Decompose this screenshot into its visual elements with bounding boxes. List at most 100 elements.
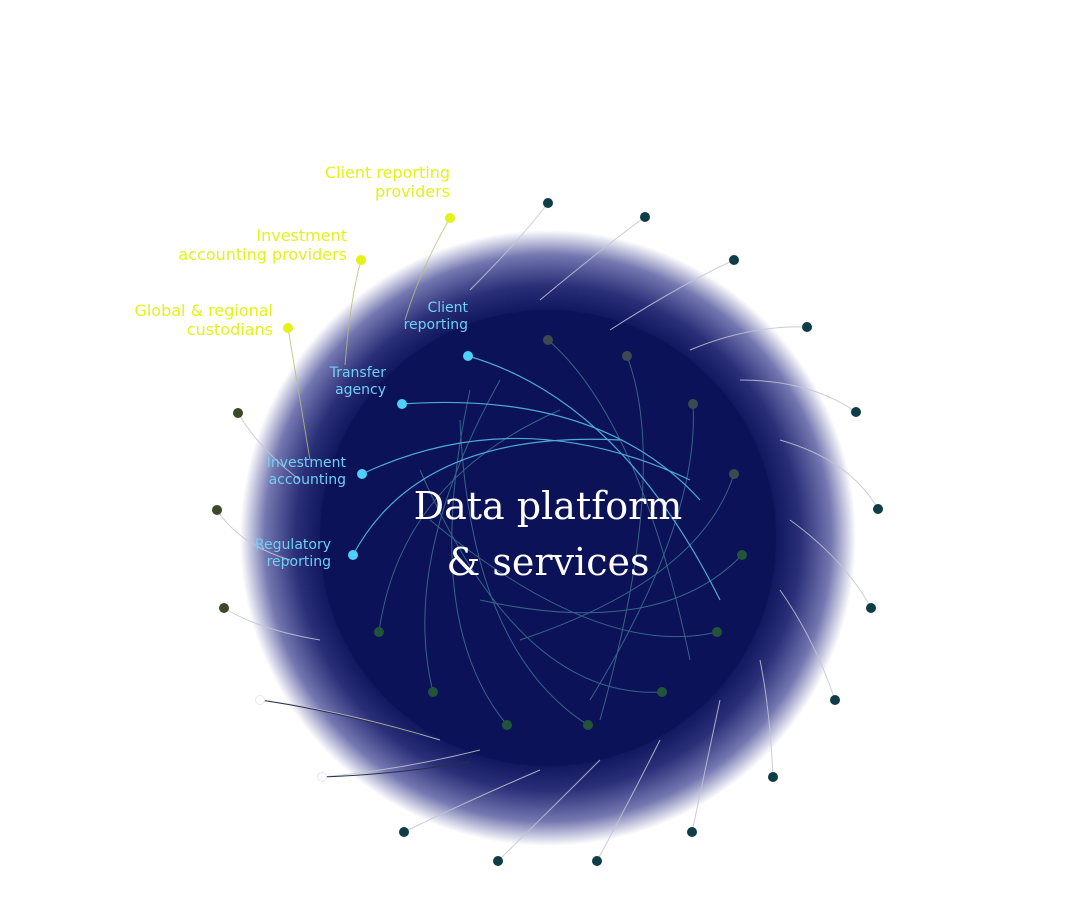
connector-line — [759, 659, 774, 778]
olive-node — [233, 408, 243, 418]
outer-node — [830, 695, 840, 705]
inner-node — [688, 399, 698, 409]
outer-node — [873, 504, 883, 514]
core-title-line-1: Data platform — [413, 484, 683, 528]
outer-node — [768, 772, 778, 782]
brand-logo-text: ALPHA — [465, 58, 631, 104]
label-line: Regulatory — [254, 537, 331, 553]
connector-line — [378, 409, 561, 633]
connector-line — [519, 473, 735, 641]
partner-label-microsoft: Microsoft — [225, 767, 305, 785]
external-label-client-reporting-providers: Client reporting providers — [250, 163, 450, 201]
outer-node — [851, 407, 861, 417]
connector-line — [596, 739, 661, 862]
service-label-transfer-agency: Transfer agency — [286, 365, 386, 399]
connector-line — [424, 379, 501, 693]
outer-node — [866, 603, 876, 613]
connector-line — [779, 589, 836, 701]
connector-line — [599, 355, 644, 721]
core-circle — [320, 310, 776, 766]
external-node-investment-accounting-providers — [356, 255, 366, 265]
label-line: Investment — [256, 226, 347, 245]
connector-line — [403, 769, 541, 833]
external-label-investment-accounting-providers: Investment accounting providers — [130, 226, 347, 264]
service-label-client-reporting: Client reporting — [368, 300, 468, 334]
outer-node — [493, 856, 503, 866]
label-line: Global & regional — [134, 301, 273, 320]
external-node-client-reporting-providers — [445, 213, 455, 223]
outer-node — [640, 212, 650, 222]
outer-node — [592, 856, 602, 866]
olive-nodes — [212, 408, 243, 613]
partner-connectors — [259, 699, 471, 778]
connector-line — [789, 519, 872, 609]
connector-line — [589, 403, 694, 701]
inner-node — [657, 687, 667, 697]
external-connectors — [287, 217, 451, 461]
partner-node-snowflake — [255, 695, 265, 705]
label-line: custodians — [186, 320, 273, 340]
connector-line — [352, 438, 621, 556]
label-line: reporting — [266, 553, 331, 570]
inner-node — [428, 687, 438, 697]
inner-node — [502, 720, 512, 730]
inner-node — [374, 627, 384, 637]
inner-node — [729, 469, 739, 479]
connector-line — [344, 259, 362, 366]
label-line: reporting — [403, 316, 468, 333]
connector-line — [361, 437, 691, 481]
connector-line — [321, 761, 471, 778]
connector-line — [259, 699, 421, 736]
label-line: Investment — [266, 455, 346, 471]
partner-label-snowflake: Snowflake — [153, 690, 240, 708]
label-line: Client reporting — [324, 163, 450, 182]
connector-line — [287, 327, 311, 461]
connector-line — [223, 607, 321, 641]
core-title-line-2: & services — [446, 540, 650, 584]
outer-node — [687, 827, 697, 837]
outer-node — [543, 198, 553, 208]
inner-node — [712, 627, 722, 637]
external-label-custodians: Global & regional custodians — [100, 301, 273, 339]
connector-line — [216, 509, 291, 561]
partner-nodes — [255, 695, 327, 782]
service-node-transfer-agency — [397, 399, 407, 409]
connector-line — [691, 699, 721, 833]
outer-node — [802, 322, 812, 332]
connector-line — [419, 469, 663, 693]
olive-node — [219, 603, 229, 613]
connector-line — [451, 389, 508, 726]
connector-line — [497, 759, 601, 862]
connector-line — [547, 339, 691, 661]
core-title: Data platform & services — [348, 478, 748, 590]
label-line: accounting — [268, 471, 346, 488]
inner-connectors — [378, 339, 743, 726]
connector-line — [459, 419, 589, 726]
outer-node — [399, 827, 409, 837]
service-node-regulatory-reporting — [348, 550, 358, 560]
inner-nodes — [374, 335, 747, 730]
connector-line — [321, 749, 481, 778]
connector-line — [469, 202, 549, 291]
connector-line — [609, 259, 735, 331]
inner-node — [737, 550, 747, 560]
service-node-investment-accounting — [357, 469, 367, 479]
connector-line — [539, 216, 646, 301]
service-node-client-reporting — [463, 351, 473, 361]
label-line: accounting providers — [178, 245, 347, 265]
external-nodes — [283, 213, 455, 333]
service-label-regulatory-reporting: Regulatory reporting — [211, 537, 331, 571]
external-node-custodians — [283, 323, 293, 333]
olive-node — [212, 505, 222, 515]
outer-nodes — [399, 198, 883, 866]
partner-node-microsoft — [317, 772, 327, 782]
inner-node — [583, 720, 593, 730]
outer-connectors — [216, 202, 879, 862]
label-line: Transfer — [329, 365, 386, 381]
inner-node — [622, 351, 632, 361]
service-connectors — [352, 355, 721, 601]
service-nodes — [348, 351, 473, 560]
inner-node — [543, 335, 553, 345]
